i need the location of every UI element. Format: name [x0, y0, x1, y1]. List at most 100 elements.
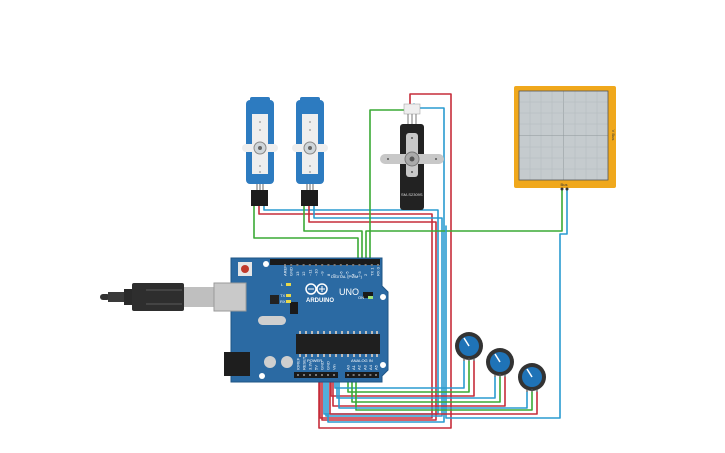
servo1-connector[interactable]	[251, 190, 268, 206]
led-tx-label: TX	[280, 293, 285, 298]
wire-servo2-gnd[interactable]	[313, 205, 443, 417]
header-pin[interactable]	[377, 264, 379, 266]
wire-servo2-5v[interactable]	[308, 205, 437, 421]
scope-terminal-1[interactable]	[560, 187, 564, 191]
header-pin[interactable]	[302, 264, 305, 266]
wire-servo2-signal[interactable]	[303, 205, 363, 263]
pin-label: ~3	[357, 271, 362, 276]
wire-servo1-5v[interactable]	[258, 205, 433, 419]
led-rx-label: RX	[280, 299, 286, 304]
pin-label: ~6	[338, 271, 343, 276]
servo-motor-3[interactable]: SM-S2309S	[380, 103, 444, 210]
usb-cable	[100, 283, 214, 311]
pin-label: TX 1	[369, 267, 374, 276]
scope-bottom-label: Bus	[561, 182, 568, 187]
scope-side-label: V Bus	[611, 130, 616, 141]
scope-terminal-2[interactable]	[565, 187, 569, 191]
oscilloscope[interactable]: V Bus Bus	[514, 86, 616, 191]
header-pin[interactable]	[358, 374, 361, 376]
digital-header[interactable]	[270, 259, 380, 265]
header-pin[interactable]	[333, 264, 336, 266]
pin-label: GND	[320, 361, 325, 370]
potentiometer-1[interactable]	[455, 332, 483, 361]
pin-label: 2	[363, 273, 368, 276]
header-pin[interactable]	[327, 374, 329, 376]
wire-servo3-signal[interactable]	[369, 109, 407, 263]
header-pin[interactable]	[333, 374, 335, 376]
servo-motor-1[interactable]	[242, 97, 278, 206]
header-pin[interactable]	[321, 374, 323, 376]
servo2-connector[interactable]	[301, 190, 318, 206]
pin-label: A0	[346, 364, 351, 370]
pin-label: A4	[368, 364, 373, 370]
servo3-connector[interactable]	[403, 103, 421, 115]
servo-motor-2[interactable]	[292, 97, 328, 206]
header-pin[interactable]	[315, 264, 317, 266]
wire-pot3-gnd[interactable]	[338, 375, 528, 409]
header-pin[interactable]	[339, 264, 342, 266]
potentiometer-3[interactable]	[518, 363, 546, 392]
header-pin[interactable]	[303, 374, 305, 376]
pin-label: 8	[326, 273, 331, 276]
wire-pot2-5v[interactable]	[332, 375, 506, 407]
header-pin[interactable]	[358, 264, 361, 266]
header-pin[interactable]	[309, 374, 311, 376]
wire-pot1-5v[interactable]	[330, 360, 475, 397]
arduino-logo	[305, 283, 328, 295]
wire-pot3-signal[interactable]	[355, 375, 533, 411]
pin-label: 3.3V	[308, 361, 313, 370]
header-pin[interactable]	[352, 374, 355, 376]
header-pin[interactable]	[370, 264, 373, 266]
model-label: UNO	[339, 287, 359, 297]
wire-servo3-5v[interactable]	[318, 93, 452, 429]
header-pin[interactable]	[297, 374, 299, 376]
pin-label: RESET	[302, 356, 307, 370]
wire-pot2-signal[interactable]	[351, 375, 501, 403]
header-pin[interactable]	[352, 264, 355, 266]
pin-label: ~9	[320, 271, 325, 276]
pin-label: A1	[351, 364, 356, 370]
wire-servo1-signal[interactable]	[253, 205, 359, 263]
mcu-pins-bottom	[299, 354, 378, 357]
pin-label: 12	[301, 271, 306, 276]
wire-scope-signal[interactable]	[365, 188, 563, 263]
potentiometer-2[interactable]	[486, 348, 514, 377]
header-pin[interactable]	[364, 264, 367, 266]
header-pin[interactable]	[369, 374, 372, 376]
header-pin[interactable]	[363, 374, 366, 376]
pin-label: 4	[351, 273, 356, 276]
power-label: POWER	[307, 358, 322, 363]
usb-port	[213, 282, 247, 312]
analog-header[interactable]	[345, 372, 379, 378]
brand-label: ARDUINO	[306, 298, 334, 304]
servo3-label: SM-S2309S	[401, 192, 423, 197]
wire-servo1-gnd[interactable]	[263, 205, 439, 415]
header-pin[interactable]	[315, 374, 317, 376]
header-pin[interactable]	[284, 264, 286, 266]
header-pin[interactable]	[290, 264, 293, 266]
header-pin[interactable]	[346, 264, 348, 266]
microcontroller-chip	[296, 334, 380, 354]
wire-pot1-signal[interactable]	[347, 360, 470, 393]
header-pin[interactable]	[296, 264, 299, 266]
header-pin[interactable]	[308, 264, 311, 266]
wire-pot2-gnd[interactable]	[336, 375, 496, 399]
led-l-label: L	[281, 282, 284, 287]
pin-label: GND	[289, 267, 294, 276]
header-pin[interactable]	[347, 374, 349, 376]
oscilloscope-grid	[519, 91, 608, 180]
header-pin[interactable]	[375, 374, 377, 376]
header-pin[interactable]	[321, 264, 324, 266]
wire-scope-gnd[interactable]	[445, 188, 568, 419]
pin-label: RX 0	[376, 266, 381, 276]
pin-label: IOREF	[296, 357, 301, 370]
digital-label: DIGITAL (PWM~)	[331, 274, 363, 279]
header-pin[interactable]	[327, 264, 330, 266]
pin-label: GND	[326, 361, 331, 370]
wire-pot3-5v[interactable]	[329, 375, 538, 415]
pin-label: AREF	[283, 265, 288, 276]
